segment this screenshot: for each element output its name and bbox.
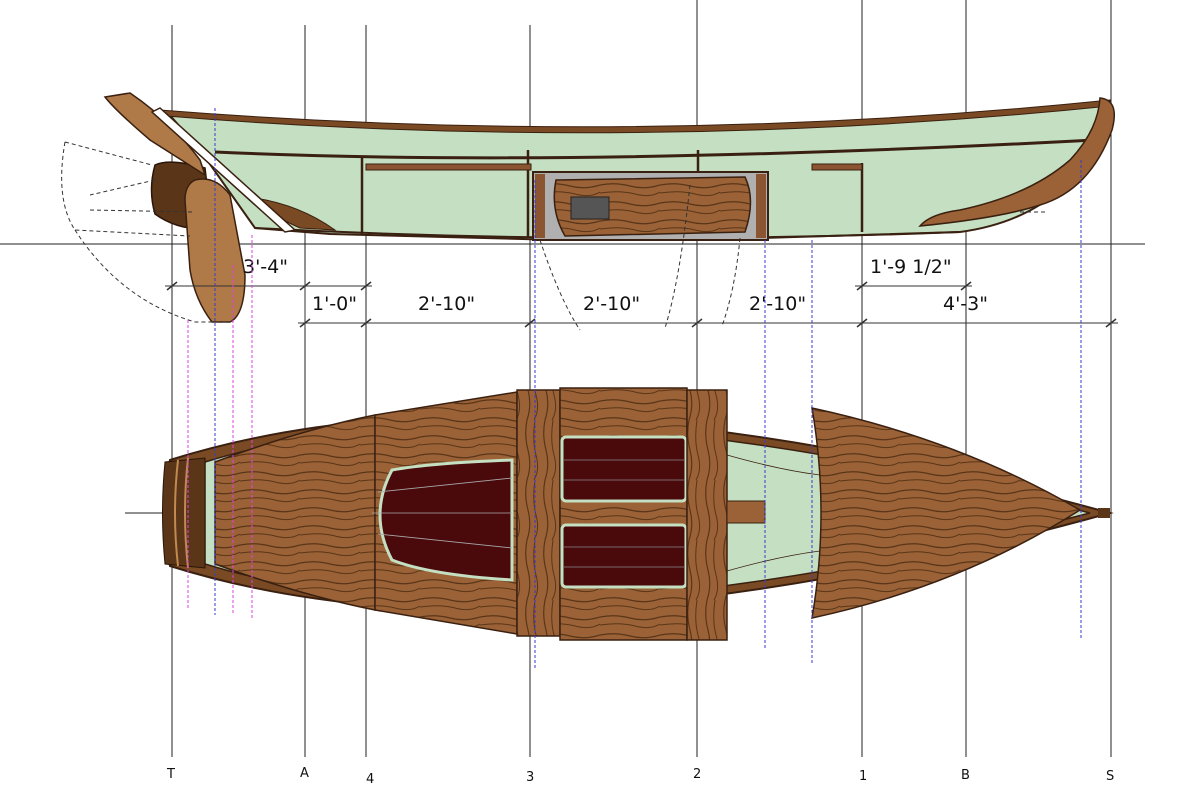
magenta-guides [187, 235, 253, 620]
station-label-4: 4 [366, 772, 374, 787]
station-label-a: A [300, 766, 309, 781]
station-label-1: 1 [859, 769, 867, 784]
station-label-s: S [1106, 769, 1114, 784]
dim-4-to-3: 2'-10" [418, 293, 475, 315]
plan-view [125, 387, 1114, 641]
station-label-t: T [166, 767, 175, 782]
dimension-labels: 3'-4" 1'-0" 2'-10" 2'-10" 2'-10" 1'-9 1/… [243, 256, 988, 315]
station-labels: T A 4 3 2 1 B S [166, 766, 1114, 787]
dim-1-to-s: 4'-3" [943, 293, 988, 315]
dim-2-to-1: 2'-10" [749, 293, 806, 315]
station-label-3: 3 [526, 770, 534, 785]
dim-a-to-4: 1'-0" [312, 293, 357, 315]
dimension-lines [165, 270, 1118, 328]
dim-1-to-b: 1'-9 1/2" [870, 256, 952, 278]
station-label-2: 2 [693, 767, 701, 782]
station-label-b: B [961, 768, 970, 783]
profile-view [61, 92, 1115, 331]
dim-transom-to-a: 3'-4" [243, 256, 288, 278]
blue-guides [214, 108, 1082, 668]
dim-3-to-2: 2'-10" [583, 293, 640, 315]
